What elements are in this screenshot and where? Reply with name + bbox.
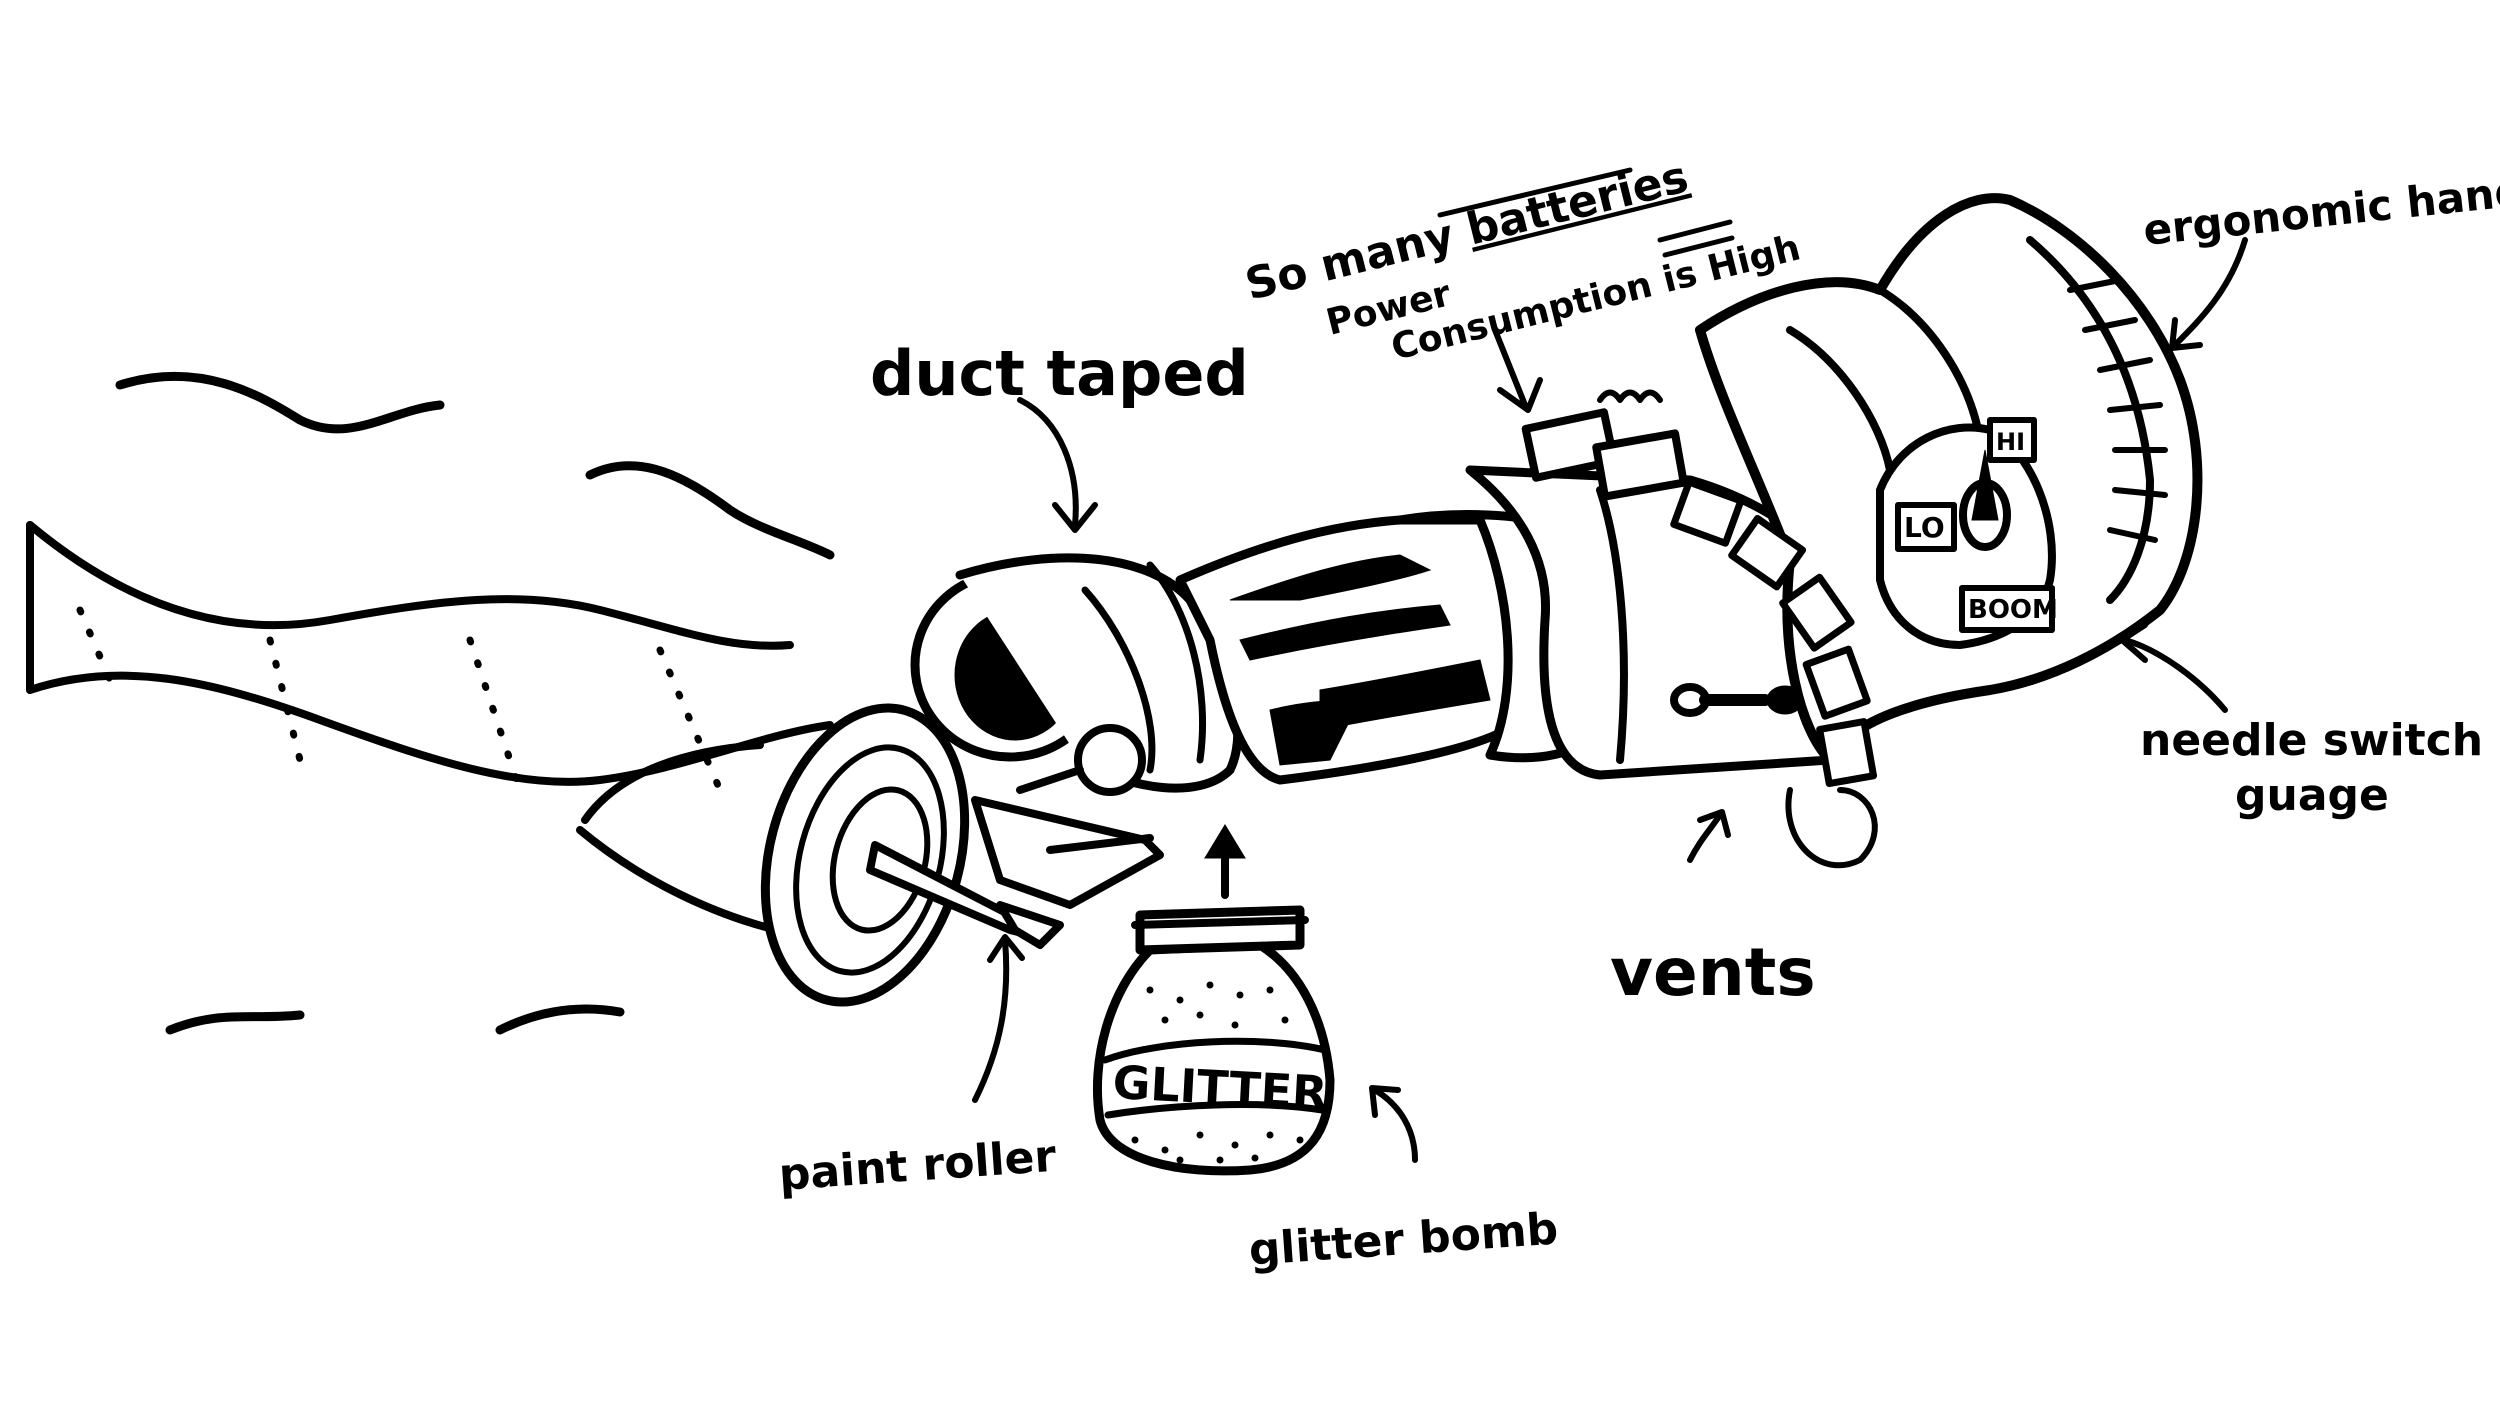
label-duct-taped: duct taped bbox=[870, 337, 1249, 410]
handle-assembly bbox=[1670, 193, 2203, 869]
glitter-jar-label: GLITTER bbox=[1111, 1055, 1328, 1120]
paper-roll-sheet bbox=[26, 521, 834, 939]
batteries-underline bbox=[1437, 167, 1633, 218]
paint-roller bbox=[760, 703, 1164, 1007]
gauge-lo-box bbox=[1895, 502, 1957, 552]
callout-arrows bbox=[972, 237, 2248, 1163]
label-paint-roller: paint roller bbox=[777, 1131, 1058, 1201]
gauge-boom-box bbox=[1959, 585, 2055, 633]
paper-streamers bbox=[115, 371, 835, 1035]
label-guage: guage bbox=[2235, 770, 2389, 821]
label-glitter-bomb: glitter bomb bbox=[1247, 1203, 1559, 1275]
gauge-hi-label: HI bbox=[1996, 428, 2025, 456]
label-vents: vents bbox=[1610, 934, 1816, 1011]
label-needle-switch: needle switch bbox=[2140, 715, 2483, 766]
label-high-word: High bbox=[1703, 227, 1804, 289]
high-double-underline bbox=[1657, 219, 1735, 258]
nozzle bbox=[910, 553, 1243, 796]
glitter-specks bbox=[1131, 981, 1304, 1164]
gauge-hi-box bbox=[1987, 417, 2037, 463]
glitter-jar bbox=[1093, 824, 1335, 1176]
gauge-boom-label: BOOM bbox=[1968, 595, 2058, 625]
gauge-lo-label: LO bbox=[1904, 511, 1945, 544]
label-ergonomic-handle: ergonomic handle bbox=[2141, 162, 2500, 255]
